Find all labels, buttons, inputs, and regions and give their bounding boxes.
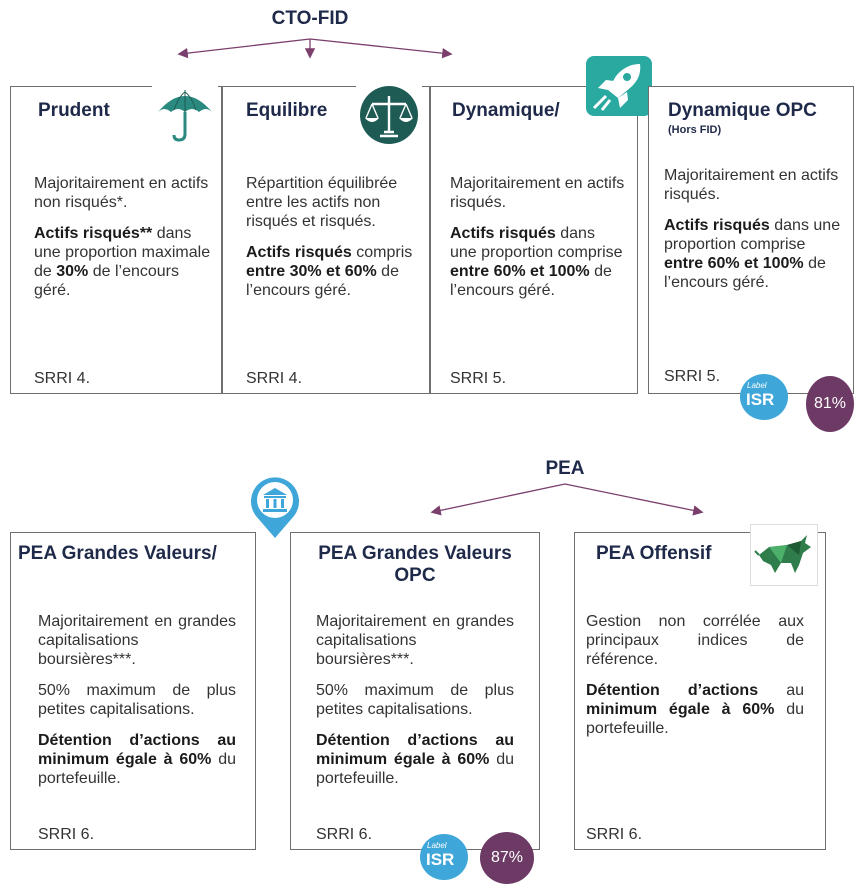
card-pea-off-p1: Gestion non corrélée aux principaux indi… [586, 613, 804, 668]
card-pea-offensif-text: Gestion non corrélée aux principaux indi… [586, 612, 804, 750]
pea-arrows [430, 483, 704, 516]
card-prudent-text: Majoritairement en actifs non risqués*. … [34, 174, 216, 312]
card-prudent-title: Prudent [38, 100, 110, 121]
card-dynamique-p1: Majoritairement en actifs risqués. [450, 175, 625, 211]
pea-group-title: PEA [545, 458, 585, 479]
card-dynamique [430, 86, 638, 394]
card-dynamique-opc-text: Majoritairement en actifs risqués. Actif… [664, 166, 842, 304]
card-pea-gv-p3: Détention d’actions au minimum égale à 6… [38, 732, 236, 787]
card-equilibre-srri: SRRI 4. [246, 370, 303, 387]
isr-percentage-badge: 87% [480, 832, 534, 884]
card-dynamique-opc-title: Dynamique OPC [668, 100, 817, 121]
card-equilibre-title: Equilibre [246, 100, 328, 121]
card-dynamique-opc-srri: SRRI 5. [664, 368, 721, 385]
card-pea-grandes-valeurs-title: PEA Grandes Valeurs/ [18, 543, 217, 564]
card-prudent-p2: Actifs risqués** dans une proportion max… [34, 225, 211, 299]
card-pea-gvopc-p2: 50% maximum de plus petites capitalisati… [316, 682, 514, 718]
card-dynamique-opc-p1: Majoritairement en actifs risqués. [664, 167, 839, 203]
card-pea-grandes-valeurs [10, 532, 256, 850]
card-pea-grandes-valeurs-opc [290, 532, 540, 850]
cto-group-title: CTO-FID [271, 8, 349, 29]
card-pea-off-p2: Détention d’actions au minimum égale à 6… [586, 682, 804, 737]
card-pea-grandes-valeurs-text: Majoritairement en grandes capitalisatio… [38, 612, 236, 800]
umbrella-icon [152, 82, 218, 144]
card-dynamique-p2: Actifs risqués dans une proportion compr… [450, 225, 623, 299]
card-dynamique-srri: SRRI 5. [450, 370, 507, 387]
card-dynamique-title: Dynamique/ [452, 100, 560, 121]
card-pea-grandes-valeurs-opc-text: Majoritairement en grandes capitalisatio… [316, 612, 514, 800]
isr-percentage-badge: 81% [806, 376, 854, 432]
bull-icon [750, 524, 818, 586]
card-pea-offensif-srri: SRRI 6. [586, 826, 643, 843]
card-equilibre-text: Répartition équilibrée entre les actifs … [246, 174, 418, 312]
isr-label-icon: Label ISR [740, 374, 788, 420]
card-dynamique-text: Majoritairement en actifs risqués. Actif… [450, 174, 626, 312]
card-pea-gvopc-p1: Majoritairement en grandes capitalisatio… [316, 613, 514, 668]
card-pea-grandes-valeurs-srri: SRRI 6. [38, 826, 95, 843]
card-pea-grandes-valeurs-opc-title: PEA Grandes Valeurs OPC [318, 543, 512, 586]
card-pea-offensif-title: PEA Offensif [596, 543, 712, 564]
card-pea-gv-p2: 50% maximum de plus petites capitalisati… [38, 682, 236, 718]
card-pea-gvopc-p3: Détention d’actions au minimum égale à 6… [316, 732, 514, 787]
card-pea-gv-p1: Majoritairement en grandes capitalisatio… [38, 613, 236, 668]
scales-icon [356, 84, 422, 146]
card-prudent-p1: Majoritairement en actifs non risqués*. [34, 175, 209, 211]
card-dynamique-opc-p2: Actifs risqués dans une proportion compr… [664, 217, 841, 291]
card-equilibre-p2: Actifs risqués compris entre 30% et 60% … [246, 244, 413, 299]
card-prudent-srri: SRRI 4. [34, 370, 91, 387]
card-dynamique-opc [648, 86, 854, 394]
card-equilibre-p1: Répartition équilibrée entre les actifs … [246, 175, 398, 230]
cto-arrows [177, 38, 453, 59]
bank-location-icon [244, 474, 306, 540]
rocket-icon [586, 56, 652, 116]
card-dynamique-opc-subtitle: (Hors FID) [668, 124, 722, 136]
isr-label-icon: Label ISR [420, 834, 468, 880]
card-pea-grandes-valeurs-opc-srri: SRRI 6. [316, 826, 373, 843]
